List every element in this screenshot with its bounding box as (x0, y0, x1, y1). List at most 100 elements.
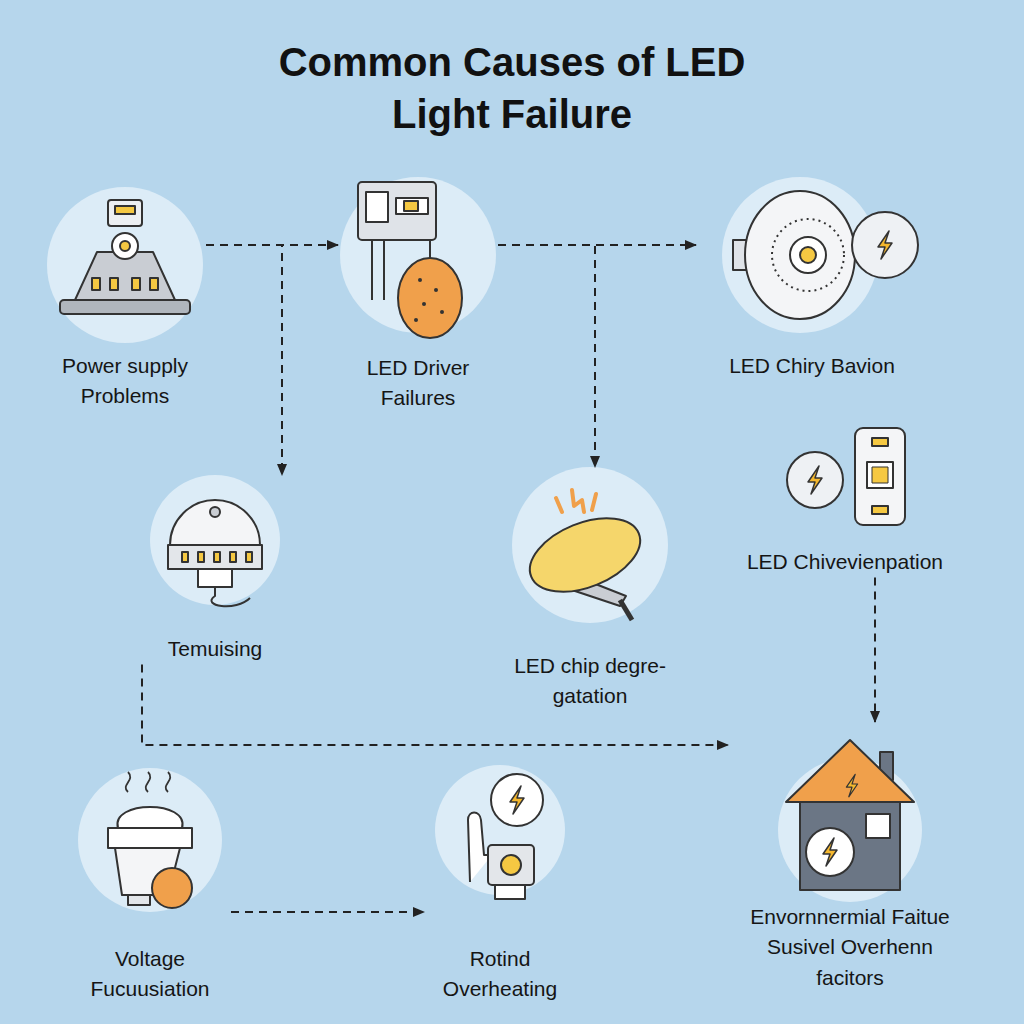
cause-label: Power supply Problems (48, 351, 202, 412)
sparks (556, 490, 596, 512)
cause-node: Voltage Fucuusiation (69, 768, 231, 1005)
lamp-pin (620, 600, 632, 620)
bolt-symbol (878, 231, 892, 259)
fixture-plate (108, 828, 192, 848)
led-cell (132, 278, 140, 290)
cause-node: Envornnermial Faitue Susivel Overhenn fa… (728, 722, 972, 993)
cause-label: LED Driver Failures (351, 353, 485, 414)
fixture-light (120, 241, 130, 251)
led-cell (182, 552, 188, 562)
cause-label: LED Chiry Bavion (700, 351, 924, 381)
fault-badge (852, 212, 918, 278)
driver-wire (383, 240, 385, 300)
icon-backdrop (512, 467, 668, 623)
fixture-bracket (108, 200, 142, 226)
fixture-knob (112, 233, 138, 259)
wave (146, 772, 151, 792)
house-window (866, 814, 890, 838)
round-fixture (745, 191, 855, 319)
driver-box (358, 182, 436, 240)
cause-label: LED chip degre-gatation (503, 651, 677, 712)
module-led (872, 438, 888, 446)
bolt-symbol (510, 786, 524, 814)
fixture-lens (790, 237, 826, 273)
cause-label: Rotind Overheating (428, 944, 572, 1005)
driver-wire (429, 240, 431, 258)
fault-badge (806, 828, 854, 876)
icon-backdrop (150, 475, 280, 605)
cause-node: LED Driver Failures (338, 177, 498, 414)
bulb-base (198, 569, 232, 587)
spark (572, 490, 584, 512)
fixture-pin (128, 895, 150, 905)
bulb-dot (210, 507, 220, 517)
cause-node: LED chip degre-gatation (499, 467, 681, 712)
cause-label: Temuising (138, 634, 292, 664)
icon-backdrop (435, 765, 565, 895)
device-gauge (501, 855, 521, 875)
bulb-band (168, 545, 262, 569)
lamp-disc (519, 504, 651, 607)
bolt-symbol (823, 838, 837, 866)
fixture-rays (772, 219, 844, 291)
icon-backdrop (78, 768, 222, 912)
orange-ball (152, 868, 192, 908)
cause-node: Temuising (134, 475, 296, 664)
cause-node: Rotind Overheating (424, 765, 576, 1005)
title-area: Common Causes of LED Light Failure (0, 36, 1024, 140)
chip (867, 462, 893, 488)
spark (592, 494, 596, 510)
bolt-symbol (808, 466, 822, 494)
driver-panel (366, 192, 388, 222)
fixture-led (800, 247, 816, 263)
dot (422, 302, 426, 306)
fixture-base (60, 300, 190, 314)
spark (556, 498, 562, 512)
cause-label: LED Chivevienpation (718, 547, 972, 577)
dot (414, 318, 418, 322)
heat-waves (126, 772, 171, 792)
driver-capacitor (398, 258, 462, 338)
cause-node: LED Chivevienpation (714, 425, 976, 577)
driver-wire (371, 240, 373, 300)
chip-grid (872, 467, 888, 483)
device-base (495, 885, 525, 899)
bulb-dome (170, 500, 260, 545)
driver-panel (396, 198, 428, 214)
dashed-connector (498, 245, 595, 467)
led-cell (246, 552, 252, 562)
cause-label: Voltage Fucuusiation (73, 944, 227, 1005)
cause-node: Power supply Problems (44, 187, 206, 412)
bolt-symbol (846, 774, 857, 796)
title: Common Causes of LED Light Failure (277, 36, 747, 140)
led-cell (110, 278, 118, 290)
house-wall (800, 798, 900, 890)
bulb-cap (117, 807, 182, 828)
led-cell (214, 552, 220, 562)
driver-chip (404, 201, 418, 211)
dot (434, 288, 438, 292)
dashed-connector (874, 577, 876, 722)
module-led (872, 506, 888, 514)
dot (418, 278, 422, 282)
bulb-wire (211, 587, 250, 606)
chip-module (855, 428, 905, 525)
wave (126, 772, 131, 792)
fault-badge (787, 452, 843, 508)
capacitor-dots (414, 278, 444, 322)
dashed-connector (206, 245, 282, 475)
dashed-connector (231, 911, 424, 913)
dot (440, 310, 444, 314)
icon-backdrop (47, 187, 203, 343)
cause-node: LED Chiry Bavion (696, 177, 928, 381)
led-cell (230, 552, 236, 562)
fault-badge (491, 774, 543, 826)
cause-label: Envornnermial Faitue Susivel Overhenn fa… (732, 902, 968, 993)
icons (47, 177, 922, 912)
led-cell (150, 278, 158, 290)
led-cell (92, 278, 100, 290)
device-box (488, 845, 534, 885)
